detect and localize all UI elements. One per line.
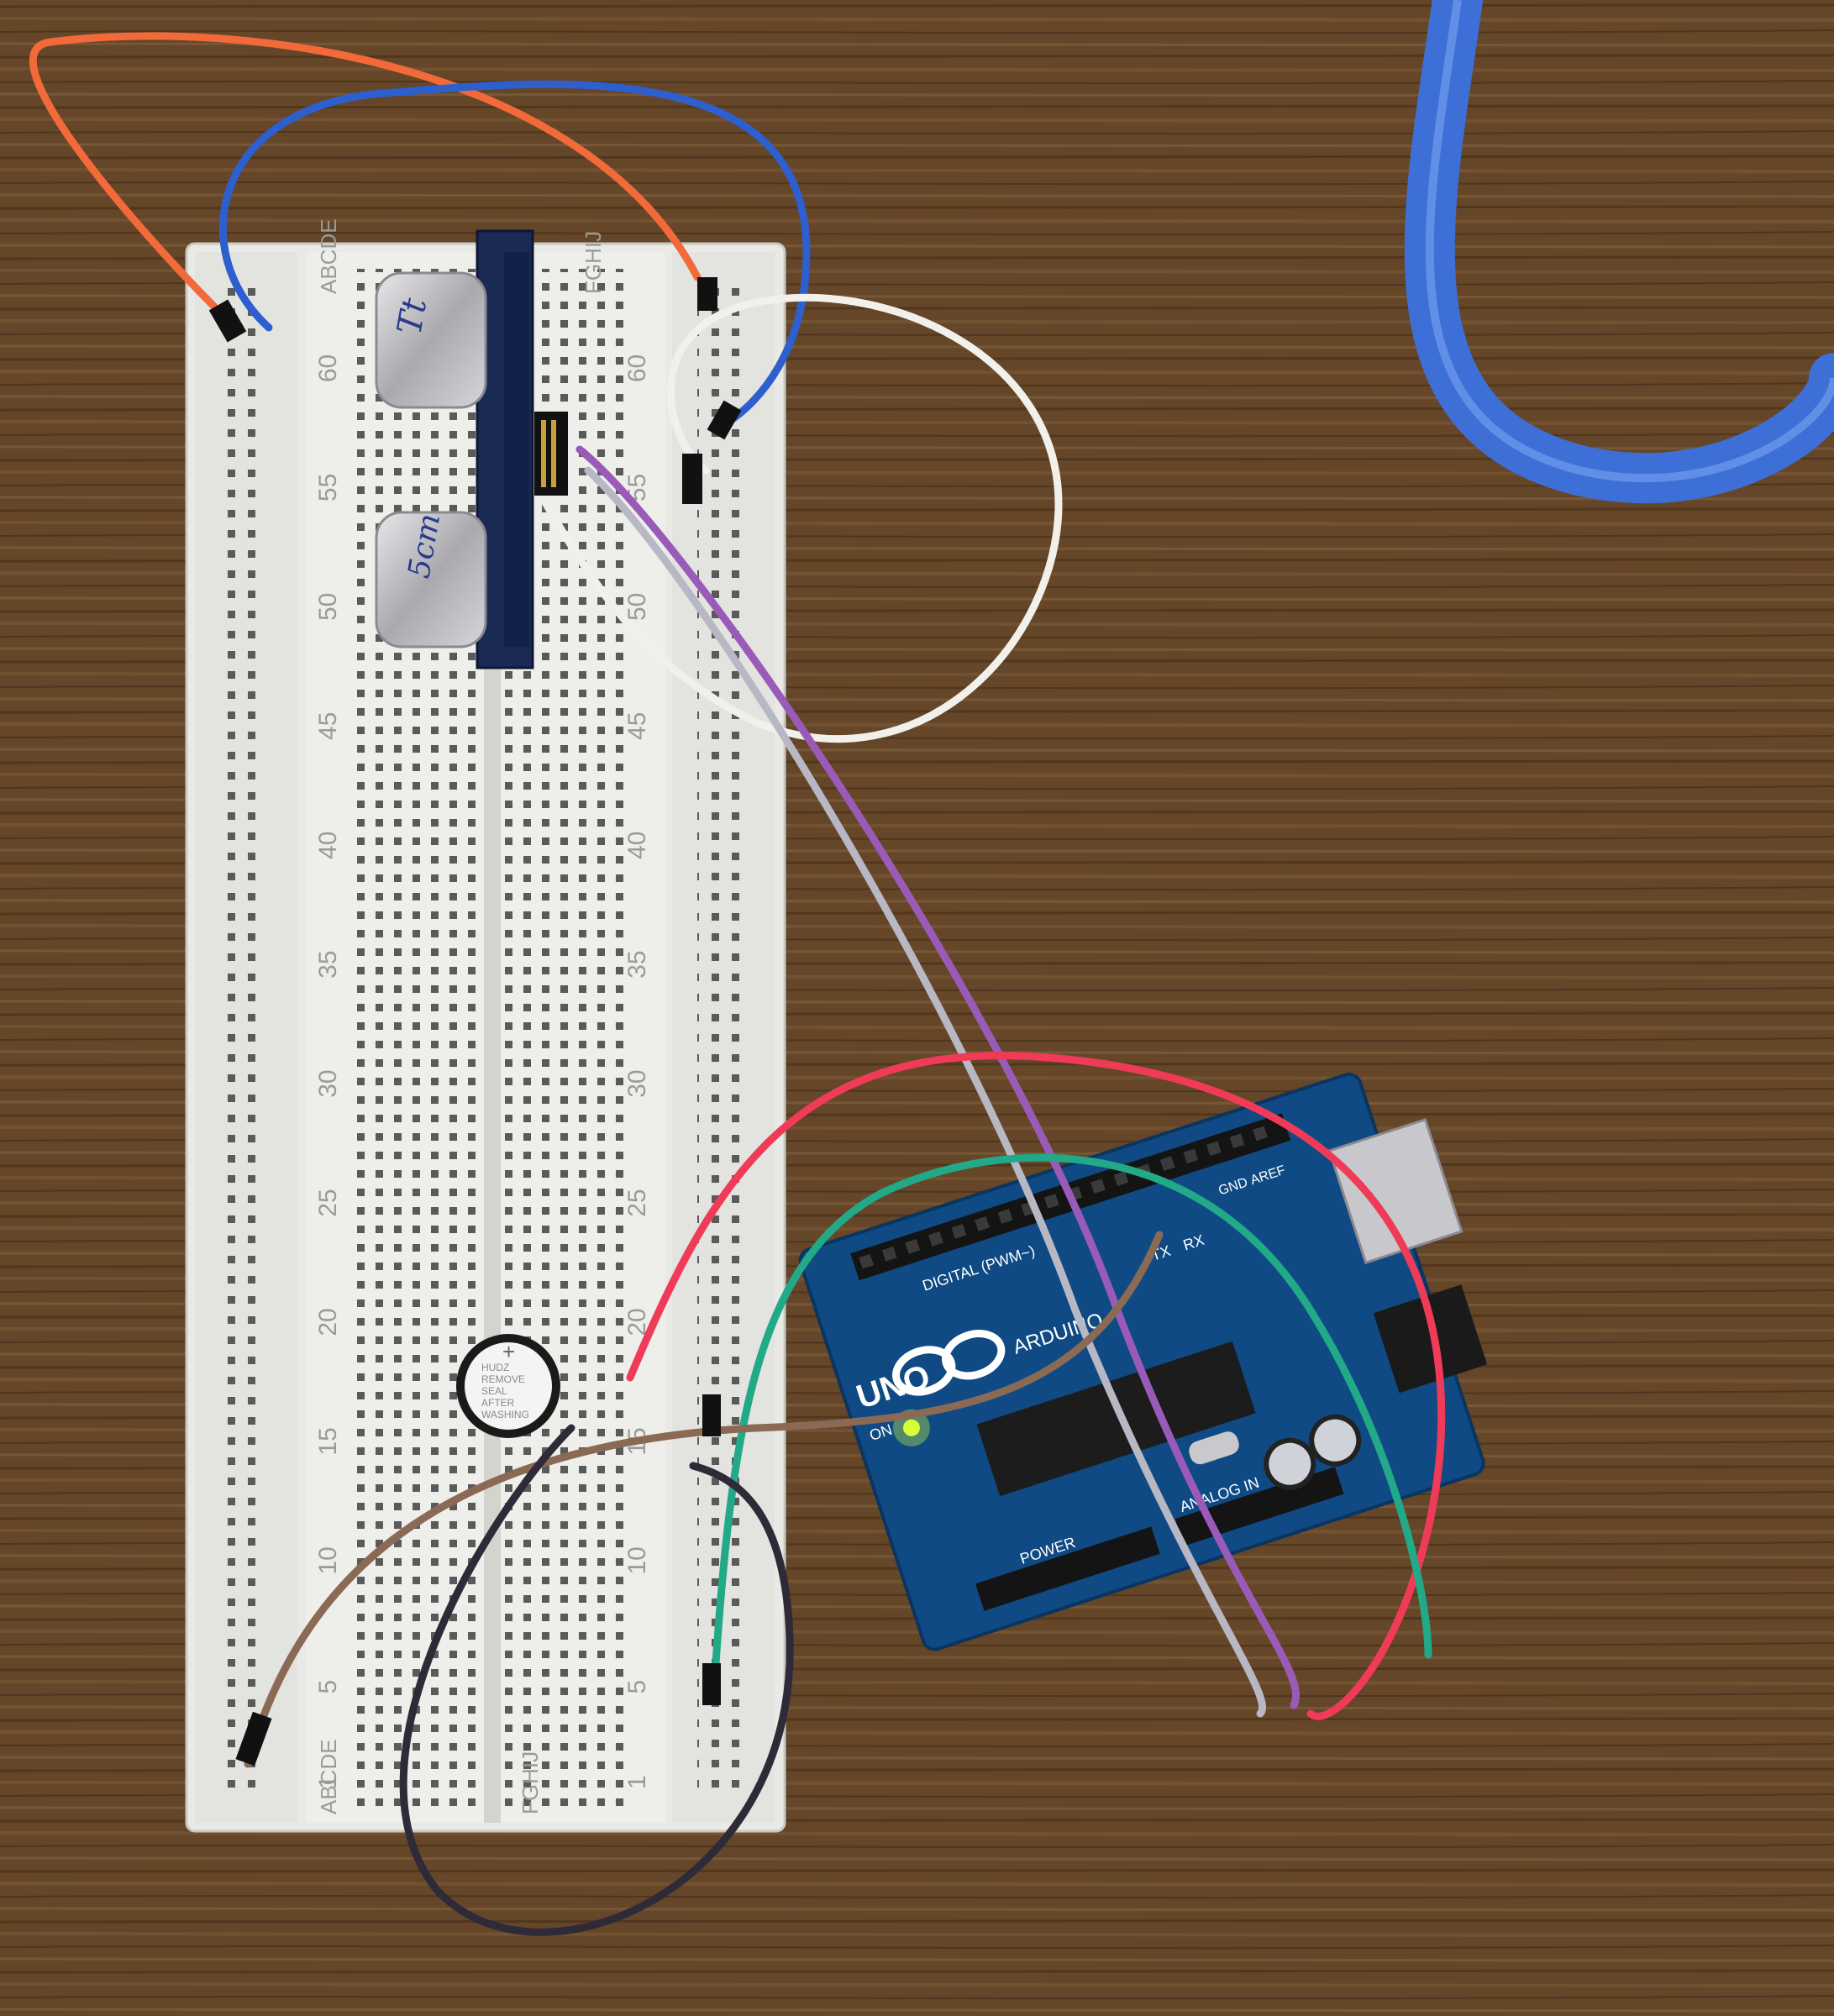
row-number-label: 10 (314, 1546, 342, 1574)
wire-gray (584, 466, 1267, 1718)
power-header (975, 1526, 1160, 1611)
header-socket (951, 1224, 967, 1239)
header-socket (1229, 1133, 1245, 1149)
header-socket (1159, 1156, 1175, 1172)
atmega-chip (976, 1341, 1256, 1497)
header-socket (1253, 1126, 1268, 1142)
header-socket (1206, 1141, 1222, 1157)
wire-blue (219, 80, 811, 424)
row-number-label: 45 (623, 712, 651, 740)
row-number-label: 40 (314, 832, 342, 859)
sensor-receiver: 5cm (375, 511, 487, 648)
ultrasonic-sensor: Tt 5cm (375, 229, 568, 669)
row-number-label: 25 (314, 1189, 342, 1216)
wire-orange (29, 32, 702, 315)
row-number-label: 1 (314, 1775, 342, 1789)
transmitter-handwritten-mark: Tt (391, 295, 435, 338)
row-number-label: 5 (623, 1680, 651, 1694)
column-letters-top-left: ABCDE (316, 218, 341, 294)
header-socket (1043, 1194, 1059, 1209)
wire-white (542, 293, 1063, 743)
power-jack (1373, 1284, 1488, 1394)
row-number-label: 40 (623, 832, 651, 859)
column-letters-top-right: FGHIJ (581, 231, 606, 294)
column-letters-bottom-left: ABCDE (316, 1739, 341, 1814)
header-socket (928, 1231, 943, 1247)
header-socket (1090, 1179, 1106, 1194)
usb-port (1327, 1117, 1464, 1264)
row-number-label: 50 (623, 593, 651, 621)
row-number-label: 35 (314, 950, 342, 978)
header-socket (997, 1209, 1013, 1224)
row-number-label: 45 (314, 712, 342, 740)
on-led (902, 1419, 920, 1436)
row-number-label: 60 (623, 354, 651, 382)
buzzer-sticker-line: WASHING (481, 1409, 529, 1420)
header-socket (1113, 1171, 1129, 1186)
row-number-label: 35 (623, 950, 651, 978)
column-letters-bottom-right: FGHIJ (518, 1751, 543, 1814)
row-number-label: 15 (314, 1427, 342, 1455)
jumper-wires (29, 32, 1446, 1936)
header-socket (975, 1216, 990, 1231)
row-number-label: 50 (314, 593, 342, 621)
wire-black (399, 1424, 794, 1936)
sensor-header-pins (534, 412, 568, 496)
row-number-label: 25 (623, 1189, 651, 1216)
header-socket (905, 1238, 921, 1254)
header-socket (859, 1253, 874, 1269)
buzzer-sticker-line: SEAL (481, 1385, 507, 1397)
row-number-label: 30 (314, 1069, 342, 1097)
capacitor (1264, 1437, 1316, 1490)
buzzer-polarity-mark: + (502, 1339, 515, 1364)
row-number-label: 1 (623, 1775, 651, 1789)
capacitor (1309, 1414, 1362, 1467)
wire-green (710, 1153, 1432, 1693)
row-number-label: 5 (314, 1680, 342, 1694)
crystal (1189, 1431, 1239, 1465)
wire-red (626, 1052, 1446, 1720)
arduino-logo (892, 1330, 1006, 1396)
jumper-connectors (208, 277, 742, 1767)
row-number-label: 55 (314, 474, 342, 501)
row-number-label: 10 (623, 1546, 651, 1574)
buzzer-sticker-line: HUDZ (481, 1362, 509, 1373)
sensor-transmitter: Tt (375, 271, 487, 409)
header-socket (1183, 1148, 1199, 1164)
buzzer-sticker-line: REMOVE (481, 1373, 525, 1385)
row-number-label: 30 (623, 1069, 651, 1097)
buzzer-sticker-line: AFTER (481, 1397, 515, 1409)
row-number-label: 20 (314, 1308, 342, 1336)
wire-purple (575, 445, 1301, 1709)
row-number-label: 60 (314, 354, 342, 382)
header-socket (881, 1246, 897, 1262)
